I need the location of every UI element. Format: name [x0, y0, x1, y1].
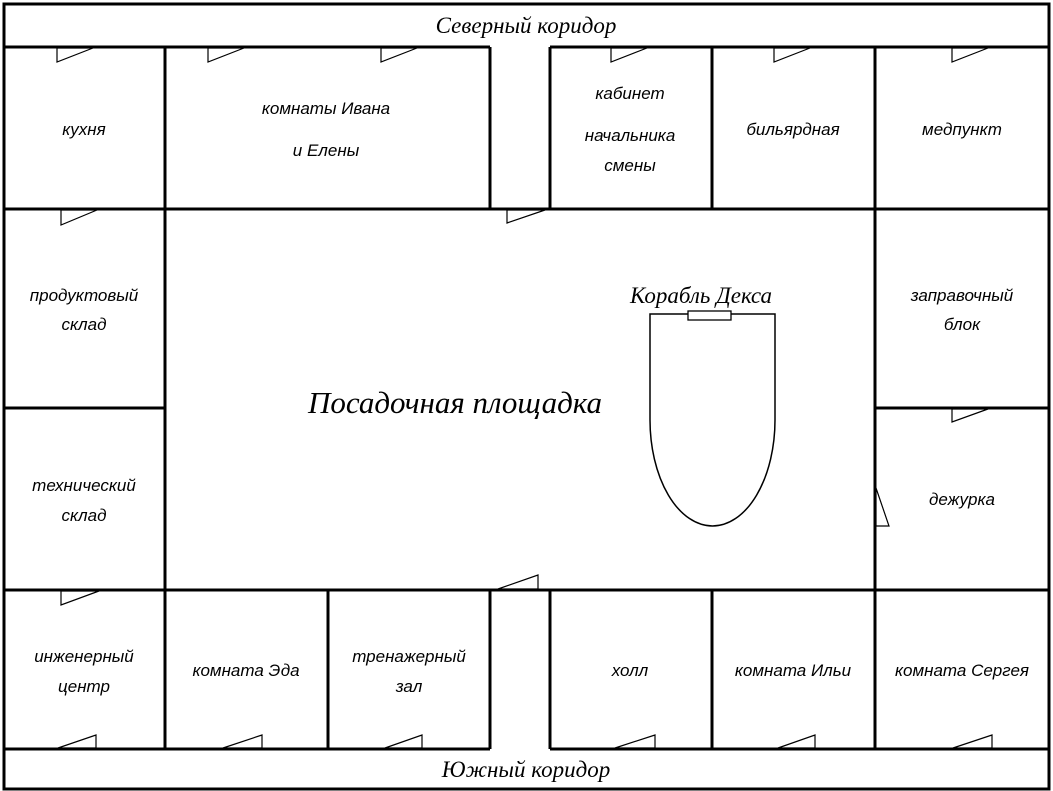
door-icon — [506, 209, 546, 224]
room-label: бильярдная — [746, 120, 839, 139]
room-label: центр — [58, 677, 110, 696]
room-label: блок — [944, 315, 981, 334]
room-fuel-block[interactable]: заправочный блок — [910, 286, 1014, 334]
door-icon — [777, 734, 816, 749]
door-icon — [57, 734, 97, 749]
door-icon — [773, 47, 811, 63]
room-label: заправочный — [910, 286, 1014, 305]
room-label: тренажерный — [352, 647, 466, 666]
door-icon — [875, 487, 890, 527]
ship-hatch-icon — [687, 310, 732, 321]
room-label: инженерный — [34, 647, 134, 666]
room-label: комната Ильи — [735, 661, 852, 680]
room-ivan-elena[interactable]: комнаты Ивана и Елены — [262, 99, 390, 160]
room-label: кабинет — [595, 84, 664, 103]
door-icon — [60, 590, 100, 606]
room-engineering[interactable]: инженерный центр — [34, 647, 134, 696]
room-label: дежурка — [929, 490, 995, 509]
room-label: комнаты Ивана — [262, 99, 390, 118]
ship-outline[interactable] — [649, 310, 776, 527]
room-label: кухня — [62, 120, 105, 139]
door-icon — [951, 408, 989, 423]
north-corridor-label: Северный коридор — [436, 13, 617, 38]
room-label: продуктовый — [30, 286, 139, 305]
room-label: комната Эда — [192, 661, 299, 680]
room-kitchen[interactable]: кухня — [62, 120, 105, 139]
door-icon — [384, 734, 423, 749]
door-icon — [614, 734, 656, 749]
room-hall[interactable]: холл — [611, 661, 649, 680]
room-label: и Елены — [293, 141, 360, 160]
room-label: медпункт — [922, 120, 1002, 139]
room-label: зал — [395, 677, 423, 696]
room-food-storage[interactable]: продуктовый склад — [30, 286, 139, 334]
room-label: склад — [62, 506, 107, 525]
room-ilya[interactable]: комната Ильи — [735, 661, 852, 680]
room-label: технический — [32, 476, 136, 495]
door-icon — [222, 734, 263, 749]
room-label: склад — [62, 315, 107, 334]
landing-pad-label: Посадочная площадка — [307, 385, 602, 420]
room-shift-office[interactable]: кабинет начальника смены — [585, 84, 676, 175]
room-label: холл — [611, 661, 649, 680]
door-icon — [497, 574, 539, 590]
room-medical[interactable]: медпункт — [922, 120, 1002, 139]
south-corridor-label: Южный коридор — [441, 757, 611, 782]
door-icon — [56, 47, 94, 63]
door-icon — [952, 734, 993, 749]
room-label: начальника — [585, 126, 676, 145]
doors — [56, 47, 993, 749]
room-label: комната Сергея — [895, 661, 1029, 680]
door-icon — [610, 47, 648, 63]
door-icon — [380, 47, 418, 63]
room-ed[interactable]: комната Эда — [192, 661, 299, 680]
ship-label: Корабль Декса — [629, 283, 772, 308]
room-duty[interactable]: дежурка — [929, 490, 995, 509]
room-label: смены — [604, 156, 656, 175]
door-icon — [207, 47, 245, 63]
room-tech-storage[interactable]: технический склад — [32, 476, 136, 525]
room-gym[interactable]: тренажерный зал — [352, 647, 466, 696]
room-billiard[interactable]: бильярдная — [746, 120, 839, 139]
room-sergey[interactable]: комната Сергея — [895, 661, 1029, 680]
door-icon — [60, 209, 98, 226]
door-icon — [951, 47, 989, 63]
